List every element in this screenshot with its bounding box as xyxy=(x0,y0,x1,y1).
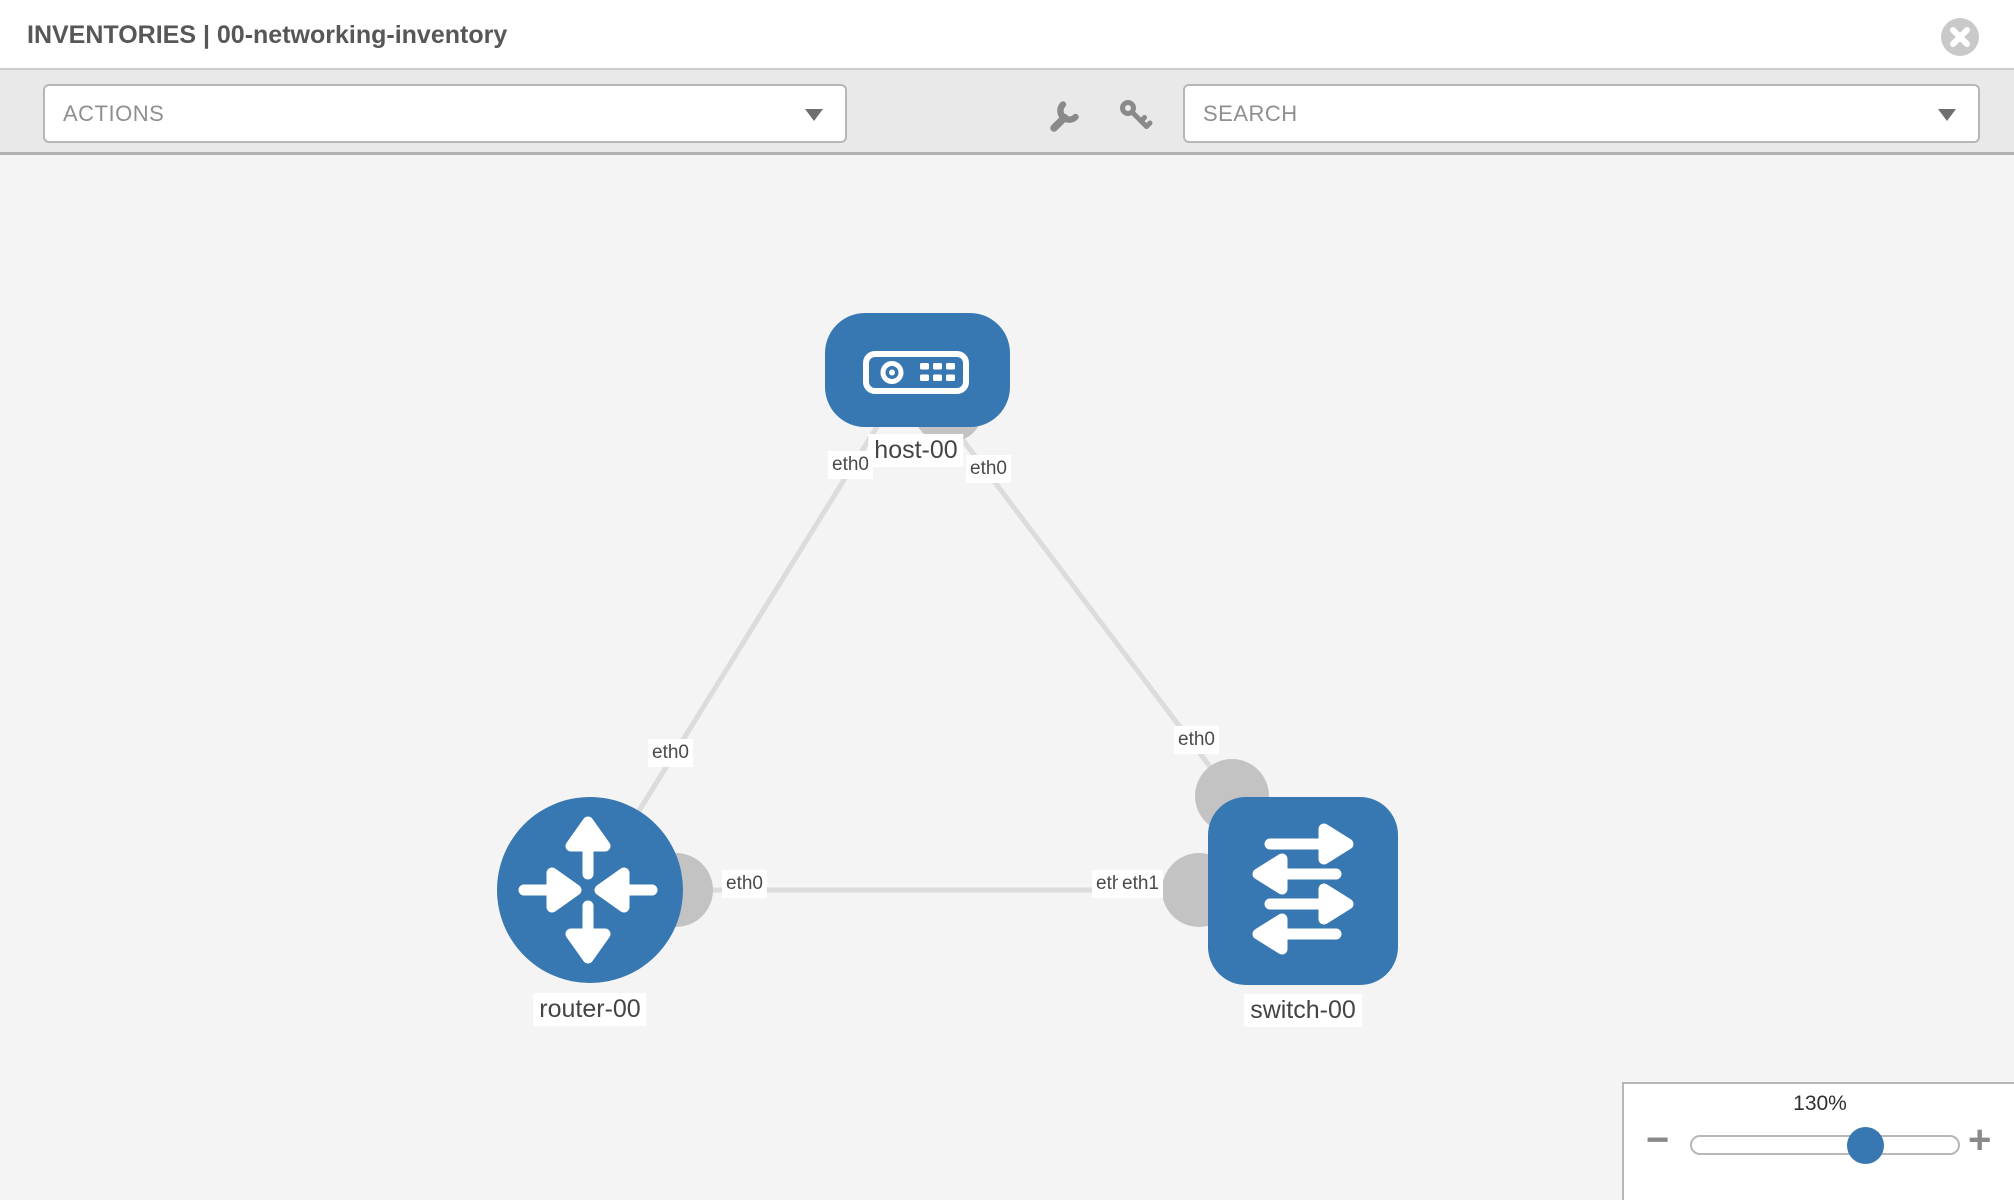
port-label: eth0 xyxy=(1174,726,1219,754)
port-label: eth1 xyxy=(1118,870,1163,898)
wrench-icon xyxy=(1050,101,1079,132)
toolbar: ACTIONS SEARCH xyxy=(0,70,2014,155)
topology-graph xyxy=(497,313,1398,985)
chevron-down-icon xyxy=(805,109,823,121)
close-icon xyxy=(1941,18,1979,56)
actions-dropdown[interactable]: ACTIONS xyxy=(43,84,847,143)
zoom-slider-thumb[interactable] xyxy=(1847,1127,1884,1164)
port-label: eth0 xyxy=(648,739,693,767)
search-dropdown[interactable]: SEARCH xyxy=(1183,84,1980,143)
zoom-level: 130% xyxy=(1793,1092,1847,1115)
page-title: INVENTORIES | 00-networking-inventory xyxy=(27,21,508,49)
node-router[interactable] xyxy=(497,797,683,983)
configure-button[interactable] xyxy=(1047,97,1083,133)
node-label-router: router-00 xyxy=(533,993,647,1027)
zoom-panel: 130% − + xyxy=(1622,1082,2014,1200)
key-button[interactable] xyxy=(1117,97,1153,133)
node-label-host: host-00 xyxy=(868,434,964,468)
title-bar: INVENTORIES | 00-networking-inventory xyxy=(0,0,2014,70)
node-switch[interactable] xyxy=(1208,797,1398,985)
port-label: eth0 xyxy=(828,451,873,479)
zoom-in-button[interactable]: + xyxy=(1968,1118,1992,1162)
topology-canvas[interactable]: eth0 host-00 eth0 eth0 eth0 eth0 eth0 et… xyxy=(0,155,2014,1200)
search-dropdown-label: SEARCH xyxy=(1203,101,1298,126)
key-icon xyxy=(1120,100,1153,129)
router-icon xyxy=(518,816,658,964)
switch-icon xyxy=(1252,823,1354,955)
port-label: eth0 xyxy=(966,455,1011,483)
node-label-switch: switch-00 xyxy=(1244,994,1362,1028)
port-label: eth0 xyxy=(722,870,767,898)
node-host[interactable] xyxy=(825,313,1010,427)
zoom-out-button[interactable]: − xyxy=(1646,1118,1670,1162)
close-button[interactable] xyxy=(1940,17,1980,57)
zoom-slider-track[interactable] xyxy=(1690,1135,1960,1155)
host-icon xyxy=(863,351,969,394)
actions-dropdown-label: ACTIONS xyxy=(63,101,165,126)
chevron-down-icon xyxy=(1938,109,1956,121)
